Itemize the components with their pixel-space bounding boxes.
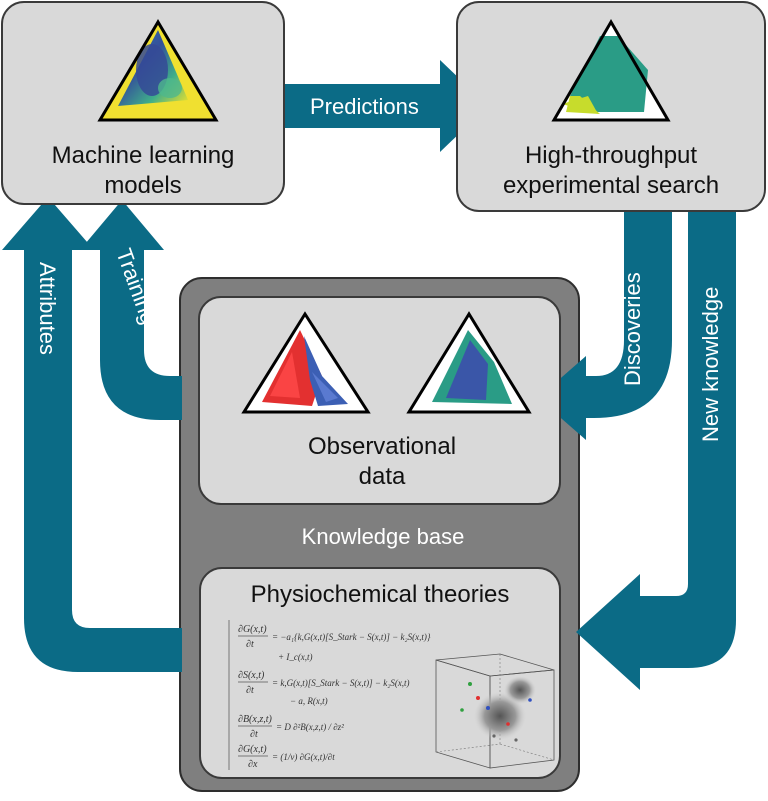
observational-title-line2: data: [359, 463, 406, 490]
eq1-rhs-continued: + I_c(x,t): [278, 652, 313, 662]
ht-search-title-line2: experimental search: [503, 172, 719, 199]
eq4-rhs: = (1/v) ∂G(x,t)/∂t: [272, 752, 335, 762]
eq3-rhs: = D ∂²B(x,z,t) / ∂z²: [276, 722, 344, 732]
observational-data-box: Observational data: [198, 296, 561, 505]
scatter-cube-plot: [435, 653, 555, 769]
ht-search-box: High-throughput experimental search: [456, 1, 766, 212]
new-knowledge-arrow: New knowledge: [576, 206, 736, 690]
eq4-lhs-numerator: ∂G(x,t): [238, 744, 267, 755]
theories-title: Physiochemical theories: [251, 581, 510, 608]
eq2-lhs-denominator: ∂t: [246, 685, 254, 696]
predictions-arrow: Predictions: [283, 60, 488, 152]
eq1-rhs: = −a₁{k,G(x,t)[S_Stark − S(x,t)] − k₂S(x…: [272, 632, 431, 642]
attributes-arrow: Attributes: [2, 197, 182, 672]
ml-models-title-line1: Machine learning: [52, 142, 235, 169]
eq1-lhs-denominator: ∂t: [246, 639, 254, 650]
discoveries-arrow: Discoveries: [538, 206, 672, 440]
discoveries-label: Discoveries: [620, 272, 645, 386]
new-knowledge-label: New knowledge: [698, 287, 723, 442]
ht-search-title-line1: High-throughput: [525, 142, 697, 169]
knowledge-base-label: Knowledge base: [302, 524, 465, 549]
eq3-lhs-numerator: ∂B(x,z,t): [238, 714, 272, 725]
eq3-lhs-denominator: ∂t: [250, 729, 258, 740]
observational-ternary-red-blue: [241, 311, 371, 414]
observational-ternary-green-blue: [406, 311, 532, 414]
ml-ternary-plot: [97, 19, 219, 122]
eq1-lhs-numerator: ∂G(x,t): [238, 624, 267, 635]
eq2-lhs-numerator: ∂S(x,t): [238, 670, 265, 681]
ml-models-title-line2: models: [104, 172, 181, 199]
attributes-label: Attributes: [35, 262, 60, 355]
ht-ternary-plot: [551, 19, 671, 122]
eq2-rhs: = k,G(x,t)[S_Stark − S(x,t)] − k₂S(x,t): [272, 678, 410, 688]
ml-models-box: Machine learning models: [1, 1, 285, 205]
observational-title-line1: Observational: [308, 433, 456, 460]
theories-box: Physiochemical theories ∂G(x,t) ∂t = −a₁…: [199, 567, 561, 779]
training-sets-arrow: Training sets: [80, 200, 182, 420]
predictions-label: Predictions: [310, 94, 419, 119]
equations-block: ∂G(x,t) ∂t = −a₁{k,G(x,t)[S_Stark − S(x,…: [228, 620, 431, 770]
eq2-rhs-continued: − a, R(x,t): [290, 696, 328, 706]
eq4-lhs-denominator: ∂x: [248, 759, 258, 770]
